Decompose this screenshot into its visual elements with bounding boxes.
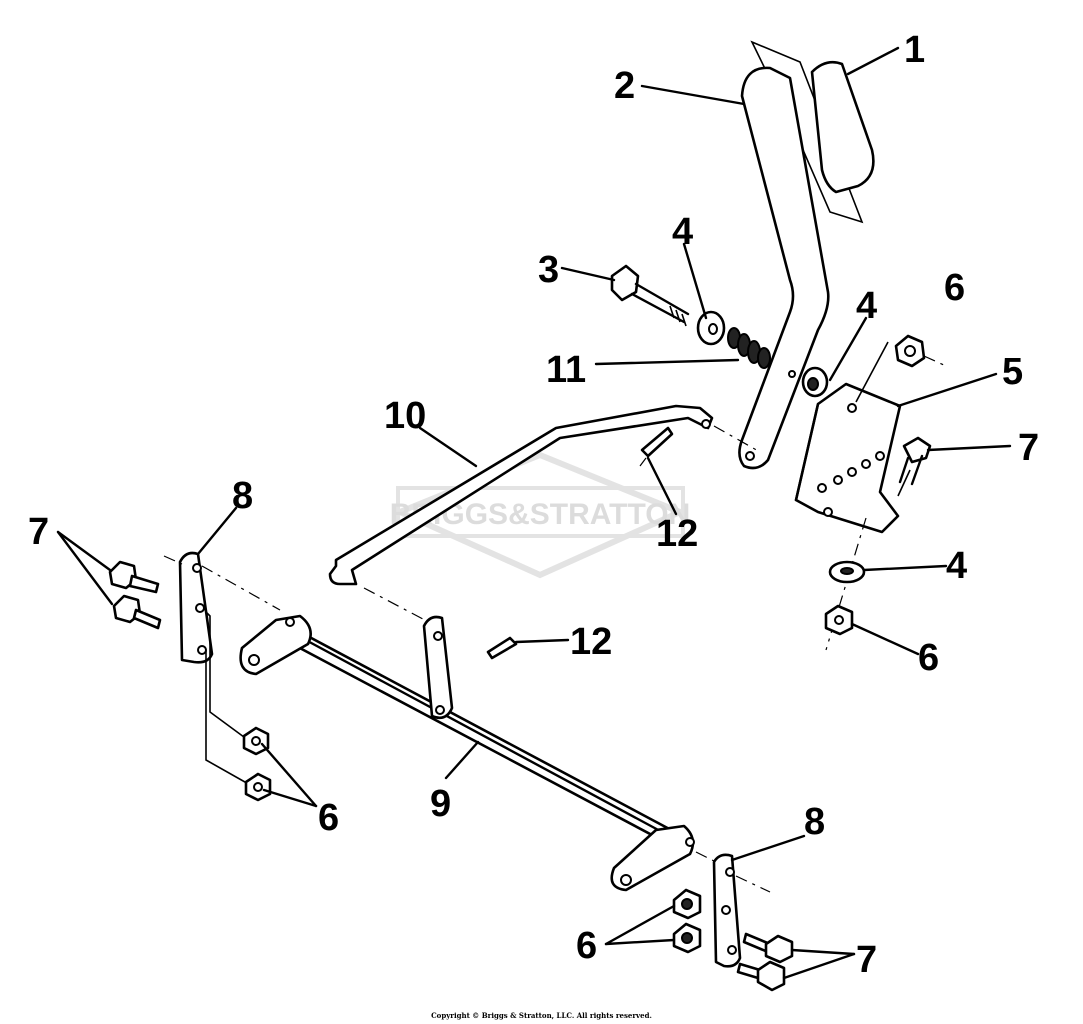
part-3-bolt [610, 264, 690, 327]
callout-2: 2 [614, 65, 635, 107]
callout-labels: 1 2 3 4 4 6 5 11 7 10 12 4 12 6 8 7 6 9 … [28, 29, 1039, 981]
part-8-strap-left [163, 551, 281, 787]
shaft-arm-center [422, 615, 454, 720]
part-2-pedal-arm [738, 66, 830, 470]
callout-6-bracket: 6 [918, 637, 939, 679]
callout-5: 5 [1002, 351, 1023, 393]
callout-8-right: 8 [804, 801, 825, 843]
part-8-strap-right [695, 851, 771, 968]
callout-9: 9 [430, 783, 451, 825]
callout-4-upper: 4 [672, 211, 693, 253]
shaft-arm-left [239, 614, 312, 676]
leader-lines [56, 46, 1012, 980]
part-6-nut-upper [894, 334, 947, 368]
shaft-arm-right [610, 824, 695, 892]
part-6-nut-bracket [824, 604, 854, 636]
callout-12-lower: 12 [570, 621, 612, 663]
callout-4-lower: 4 [946, 545, 967, 587]
part-10-rod [328, 404, 761, 629]
part-9-shaft [294, 630, 692, 854]
part-7-bolts-right [736, 932, 794, 992]
part-11-spring [727, 327, 771, 369]
callout-7-left: 7 [28, 511, 49, 553]
callout-7-bracket: 7 [1018, 427, 1039, 469]
callout-11: 11 [546, 349, 586, 391]
callout-4-middle: 4 [856, 285, 877, 327]
callout-7-right: 7 [856, 939, 877, 981]
part-7-bolt-bracket [897, 436, 932, 497]
copyright-notice: Copyright © Briggs & Stratton, LLC. All … [431, 1011, 652, 1020]
callout-6-left: 6 [318, 797, 339, 839]
part-7-bolts-left [108, 560, 162, 630]
part-6-nuts-left [242, 726, 272, 802]
callout-12-upper: 12 [656, 513, 698, 555]
callout-8-left: 8 [232, 475, 253, 517]
part-6-nuts-right [672, 888, 702, 954]
callout-1: 1 [904, 29, 925, 71]
callout-6-upper: 6 [944, 267, 965, 309]
part-5-bracket [794, 382, 902, 534]
part-12-cotter-pin-upper [639, 426, 674, 467]
callout-3: 3 [538, 249, 559, 291]
callout-6-right: 6 [576, 925, 597, 967]
callout-10: 10 [384, 395, 426, 437]
part-12-cotter-pin-lower [486, 636, 518, 660]
